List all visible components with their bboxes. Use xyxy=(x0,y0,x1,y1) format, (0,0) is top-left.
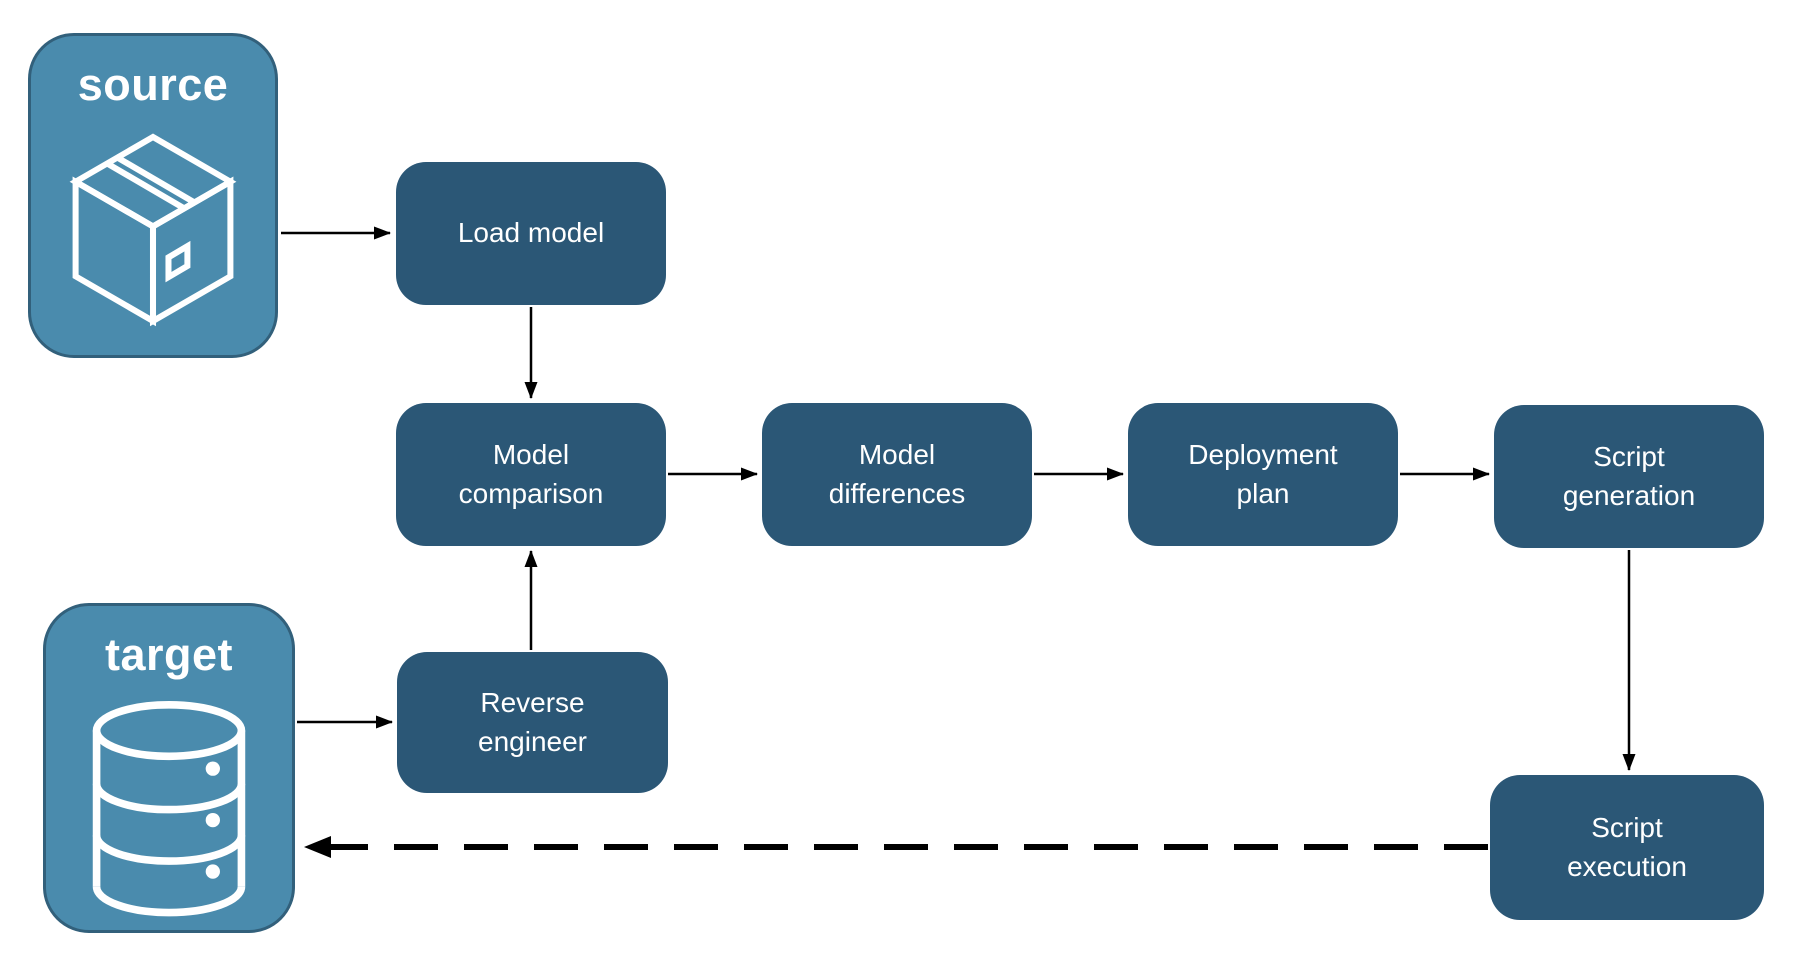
target-container: target xyxy=(43,603,295,933)
node-model-differences-label: Model differences xyxy=(828,438,966,509)
node-deployment-plan: Deployment plan xyxy=(1128,403,1398,546)
node-model-comparison-label: Model comparison xyxy=(458,438,604,509)
source-label: source xyxy=(77,59,229,110)
node-model-comparison: Model comparison xyxy=(396,403,666,546)
node-script-generation: Script generation xyxy=(1494,405,1764,548)
node-reverse-engineer-label: Reverse engineer xyxy=(478,686,587,757)
node-reverse-engineer: Reverse engineer xyxy=(397,652,668,793)
node-script-generation-label: Script generation xyxy=(1562,440,1696,511)
node-deployment-plan-label: Deployment plan xyxy=(1188,438,1338,509)
node-load-model-label: Load model xyxy=(457,217,605,249)
node-model-differences: Model differences xyxy=(762,403,1032,546)
node-script-execution: Script execution xyxy=(1490,775,1764,920)
source-container: source xyxy=(28,33,278,358)
package-icon xyxy=(67,130,239,328)
database-icon xyxy=(88,700,250,924)
target-label: target xyxy=(104,629,234,680)
node-script-execution-label: Script execution xyxy=(1567,811,1687,882)
node-load-model: Load model xyxy=(396,162,666,305)
